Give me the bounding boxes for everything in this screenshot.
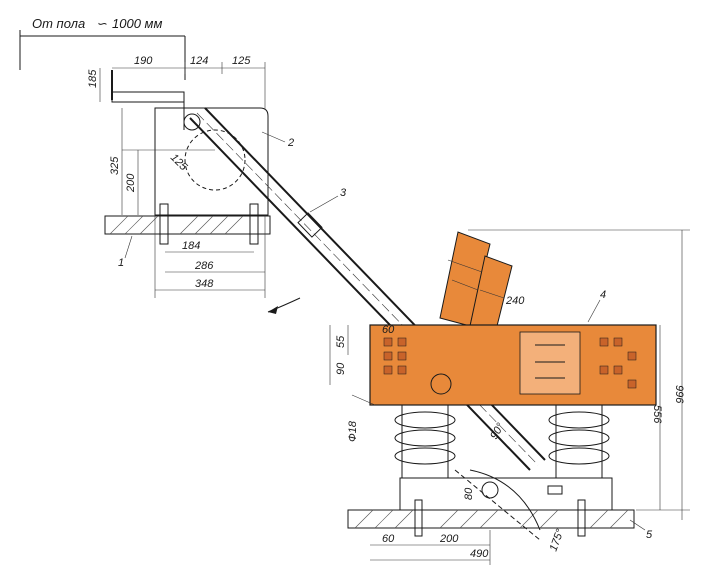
callout-1-label: 1 — [118, 257, 124, 269]
dim-348: 348 — [195, 278, 214, 290]
callout-3: 3 — [309, 187, 347, 213]
dim-124: 124 — [190, 55, 208, 67]
insulator-right — [548, 405, 610, 478]
dim-f18: Ф18 — [347, 420, 359, 442]
callout-1: 1 — [118, 235, 133, 269]
frame-dimensions: 55 60 90 Ф18 240 — [329, 295, 525, 442]
base-dimensions: 90° 80 60 200 490 175° — [370, 421, 567, 565]
height-dimensions: 996 556 — [468, 229, 690, 520]
floor-note-label: От пола — [32, 16, 85, 31]
dim-184: 184 — [182, 240, 200, 252]
dim-200-left: 200 — [125, 173, 137, 193]
dim-125-arc: 125 — [168, 152, 190, 174]
blade-1 — [439, 231, 491, 327]
top-dimensions: 190 124 125 185 325 200 125 — [87, 55, 266, 215]
plate-dimensions: 184 286 348 — [154, 215, 266, 298]
dim-125-top: 125 — [232, 55, 251, 67]
floor-note-distance: 1000 мм — [112, 16, 162, 31]
callout-4: 4 — [587, 289, 606, 323]
dim-90-angle: 90° — [488, 421, 507, 442]
callout-2: 2 — [261, 131, 294, 149]
dim-556: 556 — [651, 405, 663, 424]
dim-996: 996 — [673, 385, 685, 404]
callout-5-label: 5 — [646, 529, 653, 541]
dim-190: 190 — [134, 55, 153, 67]
drive-housing — [154, 107, 269, 216]
rotation-arrow — [267, 297, 301, 314]
switch-blades — [439, 231, 513, 331]
callout-2-label: 2 — [287, 137, 294, 149]
mounting-plate — [104, 203, 271, 245]
callout-5: 5 — [629, 519, 653, 541]
frame-body — [369, 324, 657, 406]
dim-55: 55 — [335, 335, 347, 348]
insulator-left — [394, 405, 456, 478]
dim-175-angle: 175° — [548, 527, 567, 553]
lower-base — [347, 469, 635, 541]
dim-490: 490 — [470, 548, 489, 560]
dim-200-bottom: 200 — [439, 533, 459, 545]
dim-240: 240 — [505, 295, 525, 307]
callout-4-label: 4 — [600, 289, 606, 301]
floor-note-symbol: ∽ — [96, 16, 107, 31]
dim-60-top: 60 — [382, 324, 395, 336]
floor-height-note: От пола ∽ 1000 мм — [19, 16, 186, 80]
dim-60-bottom: 60 — [382, 533, 395, 545]
callout-3-label: 3 — [340, 187, 347, 199]
dim-325: 325 — [109, 156, 121, 175]
drive-handle — [111, 70, 185, 130]
base-frame — [369, 324, 657, 406]
insulators — [394, 405, 610, 478]
dim-185: 185 — [87, 69, 99, 88]
dim-80: 80 — [463, 487, 475, 500]
dim-286: 286 — [194, 260, 214, 272]
dim-90: 90 — [335, 362, 347, 375]
